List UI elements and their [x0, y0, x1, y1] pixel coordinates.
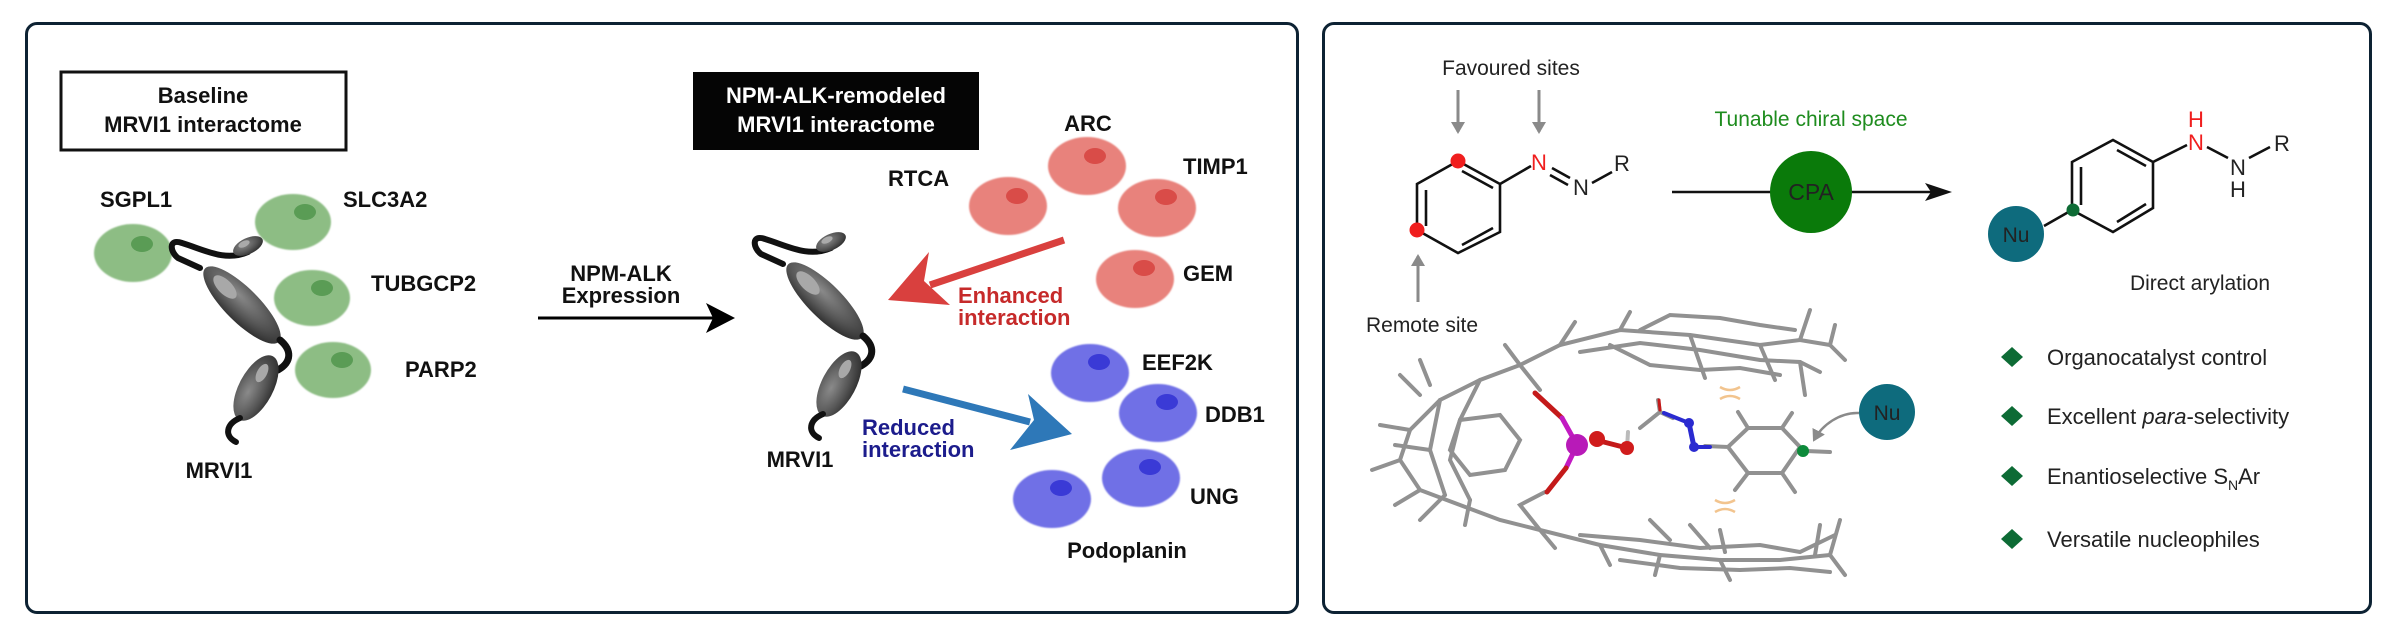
- label-podoplanin: Podoplanin: [1067, 538, 1187, 563]
- steric-repulsion-marks: [1714, 385, 1741, 514]
- para-carbon-dot: [1797, 445, 1809, 457]
- atom-r-reactant: R: [1614, 151, 1630, 176]
- remodeled-title-line2: MRVI1 interactome: [737, 112, 935, 137]
- nucleophile-label-product: Nu: [2003, 224, 2030, 247]
- feature-text: Versatile nucleophiles: [2047, 527, 2260, 552]
- feature-text: Excellent para-selectivity: [2047, 404, 2289, 429]
- enhanced-label-line1: Enhanced: [958, 283, 1063, 308]
- remodeled-title-box: NPM-ALK-remodeled MRVI1 interactome: [693, 72, 979, 150]
- arylation-site-dot: [2066, 203, 2080, 217]
- atom-h2-product: H: [2230, 177, 2246, 202]
- protein-parp2: PARP2: [295, 342, 477, 398]
- enhanced-interactors: ARC RTCA TIMP1 GEM: [888, 111, 1248, 308]
- label-ddb1: DDB1: [1205, 402, 1265, 427]
- nucleophile-badge-product: [1988, 206, 2044, 262]
- atom-n1-reactant: N: [1531, 150, 1547, 175]
- arrow-label-line2: Expression: [562, 283, 681, 308]
- reduced-label-line2: interaction: [862, 437, 974, 462]
- label-eef2k: EEF2K: [1142, 350, 1213, 375]
- diamond-bullet-icon: [2001, 529, 2023, 549]
- protein-gem: GEM: [1096, 250, 1233, 308]
- baseline-title-line1: Baseline: [158, 83, 249, 108]
- label-mrvi1-baseline: MRVI1: [186, 458, 253, 483]
- label-tubgcp2: TUBGCP2: [371, 271, 476, 296]
- protein-ddb1: DDB1: [1119, 384, 1265, 442]
- feature-text: Enantioselective SNAr: [2047, 464, 2260, 493]
- product-caption: Direct arylation: [2130, 272, 2270, 295]
- label-ung: UNG: [1190, 484, 1239, 509]
- feature-item: Organocatalyst control: [2001, 345, 2267, 370]
- diamond-bullet-icon: [2001, 347, 2023, 367]
- catalyst-badge: [1770, 151, 1852, 233]
- right-panel-arylation: [1322, 22, 2372, 614]
- favoured-site-dot-ortho: [1450, 153, 1466, 169]
- label-rtca: RTCA: [888, 166, 949, 191]
- atom-h1-product: H: [2188, 107, 2204, 132]
- remote-site-label: Remote site: [1366, 314, 1478, 337]
- enhanced-interaction-arrow: Enhanced interaction: [888, 236, 1070, 330]
- remodeled-title-line1: NPM-ALK-remodeled: [726, 83, 946, 108]
- npm-alk-expression-arrow: NPM-ALK Expression: [538, 261, 735, 333]
- baseline-interactors: SGPL1 SLC3A2 TUBGCP2 PARP2: [94, 187, 477, 398]
- reduced-interaction-arrow: Reduced interaction: [862, 385, 1072, 462]
- feature-item: Versatile nucleophiles: [2001, 527, 2260, 552]
- reduced-interactors: EEF2K DDB1 UNG Podoplanin: [1013, 344, 1265, 563]
- label-sgpl1: SGPL1: [100, 187, 172, 212]
- mrvi1-protein-baseline: [172, 232, 291, 442]
- protein-eef2k: EEF2K: [1051, 344, 1213, 402]
- feature-item: Enantioselective SNAr: [2001, 464, 2260, 493]
- feature-list: Organocatalyst control Excellent para-se…: [2001, 345, 2289, 552]
- protein-sgpl1: SGPL1: [94, 187, 172, 282]
- catalyst-label: CPA: [1788, 179, 1834, 205]
- remote-site-dot: [1409, 222, 1425, 238]
- catalyst-substrate-3d-model: Nu: [1370, 308, 1915, 582]
- protein-tubgcp2: TUBGCP2: [274, 270, 476, 326]
- protein-podoplanin: Podoplanin: [1013, 470, 1187, 563]
- label-slc3a2: SLC3A2: [343, 187, 427, 212]
- feature-text: Organocatalyst control: [2047, 345, 2267, 370]
- atom-n1-product: N: [2188, 130, 2204, 155]
- nucleophile-label-model: Nu: [1874, 402, 1901, 425]
- baseline-title-box: Baseline MRVI1 interactome: [59, 70, 348, 152]
- label-mrvi1-remodeled: MRVI1: [767, 447, 834, 472]
- label-arc: ARC: [1064, 111, 1112, 136]
- protein-ung: UNG: [1102, 449, 1239, 509]
- label-timp1: TIMP1: [1183, 154, 1248, 179]
- favoured-sites-label: Favoured sites: [1442, 57, 1580, 80]
- atom-r-product: R: [2274, 131, 2290, 156]
- reaction-arrow: Tunable chiral space CPA: [1672, 108, 1952, 233]
- protein-arc: ARC: [1048, 111, 1126, 195]
- nucleophile-badge-model: [1859, 384, 1915, 440]
- protein-slc3a2: SLC3A2: [255, 187, 427, 250]
- protein-timp1: TIMP1: [1118, 154, 1248, 237]
- diamond-bullet-icon: [2001, 406, 2023, 426]
- label-parp2: PARP2: [405, 357, 477, 382]
- reaction-condition-label: Tunable chiral space: [1715, 108, 1908, 131]
- mrvi1-protein-remodeled: [755, 228, 874, 438]
- baseline-title-line2: MRVI1 interactome: [104, 112, 302, 137]
- atom-n2-reactant: N: [1573, 175, 1589, 200]
- label-gem: GEM: [1183, 261, 1233, 286]
- enhanced-label-line2: interaction: [958, 305, 1070, 330]
- reactant-azoarene: Favoured sites N N R Remote site: [1366, 57, 1630, 337]
- arrow-label-line1: NPM-ALK: [570, 261, 672, 286]
- reduced-label-line1: Reduced: [862, 415, 955, 440]
- diamond-bullet-icon: [2001, 466, 2023, 486]
- phosphorus-atom: [1566, 434, 1588, 456]
- feature-item: Excellent para-selectivity: [2001, 404, 2289, 429]
- atom-n2-product: N: [2230, 155, 2246, 180]
- protein-rtca: RTCA: [888, 166, 1047, 235]
- product-hydrazine: Nu H N N H R Direct arylation: [1988, 107, 2290, 295]
